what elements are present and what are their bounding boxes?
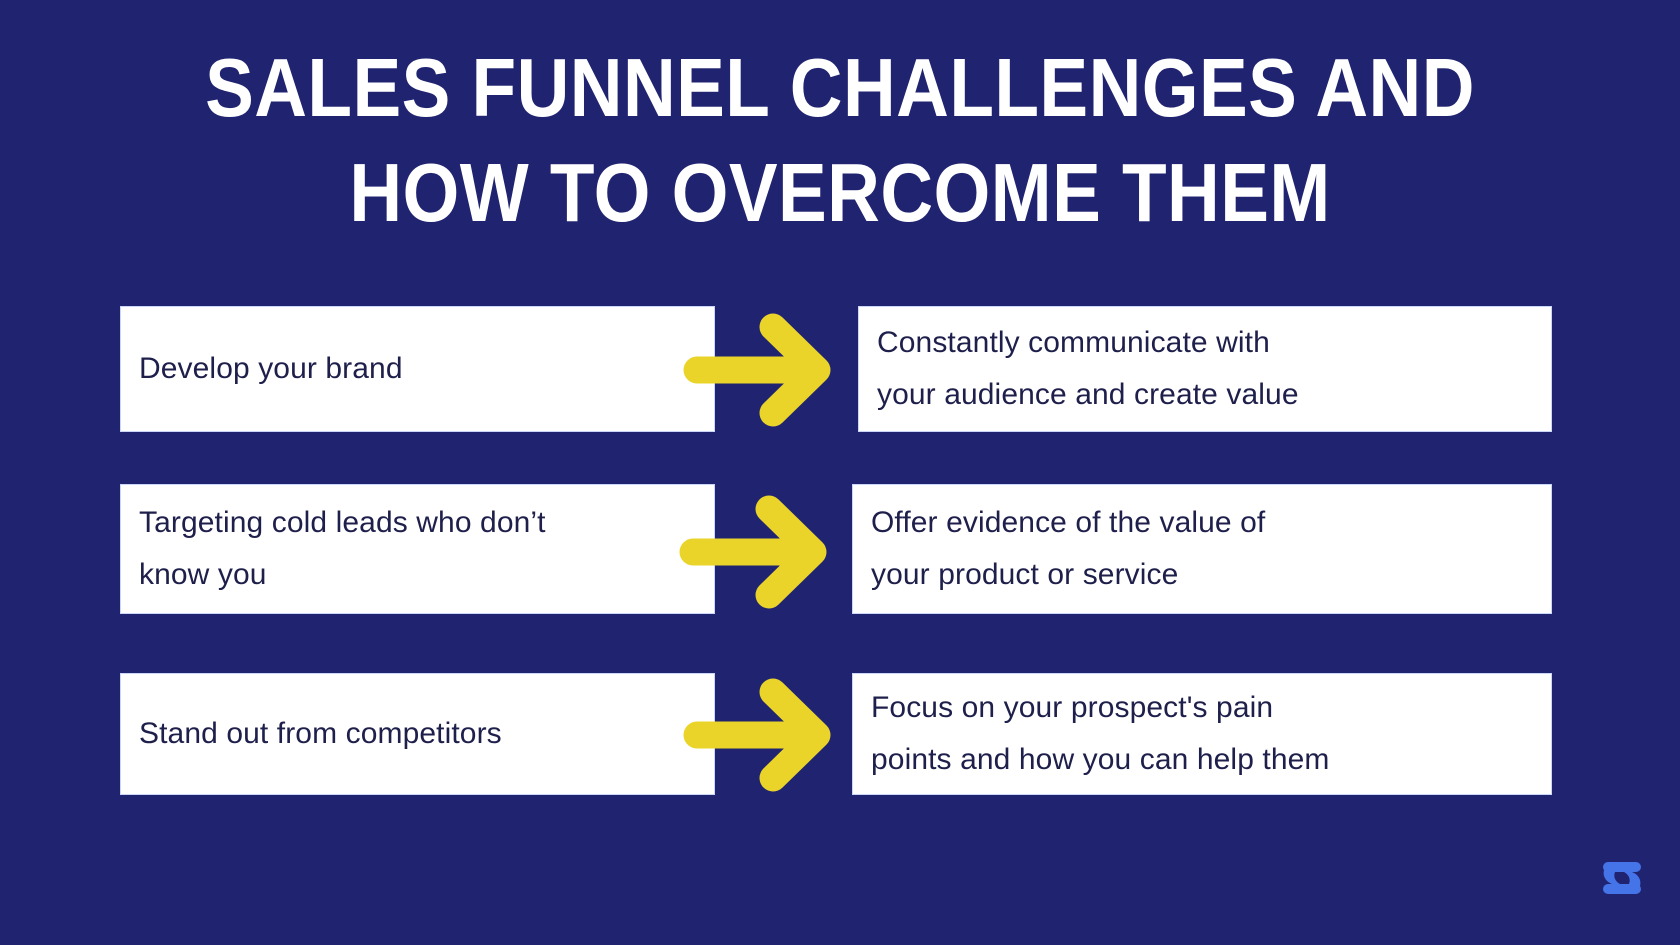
challenge-card: Stand out from competitors: [120, 673, 715, 795]
challenge-text: Stand out from competitors: [139, 717, 502, 751]
challenge-card: Targeting cold leads who don’t know you: [120, 484, 715, 614]
challenge-card: Develop your brand: [120, 306, 715, 432]
challenge-solution-row: Stand out from competitors Focus on your…: [0, 673, 1680, 795]
challenge-text: Develop your brand: [139, 352, 403, 386]
page-title-line-1: SALES FUNNEL CHALLENGES AND: [205, 41, 1475, 134]
solution-text-line-2: your audience and create value: [877, 378, 1299, 411]
solution-card: Constantly communicate with your audienc…: [858, 306, 1552, 432]
solution-text-line-2: points and how you can help them: [871, 743, 1330, 776]
challenge-solution-row: Targeting cold leads who don’t know you …: [0, 484, 1680, 614]
challenge-text-line-1: Targeting cold leads who don’t: [139, 506, 546, 540]
solution-text-line-2: your product or service: [871, 558, 1179, 591]
brand-s-logo-icon: [1603, 862, 1641, 894]
solution-text-line-1: Constantly communicate with: [877, 326, 1270, 360]
solution-card: Offer evidence of the value of your prod…: [852, 484, 1552, 614]
challenge-solution-row: Develop your brand Constantly communicat…: [0, 306, 1680, 432]
page-title: SALES FUNNEL CHALLENGES AND HOW TO OVERC…: [0, 36, 1680, 245]
solution-text-line-1: Focus on your prospect's pain: [871, 691, 1274, 725]
page-title-line-2: HOW TO OVERCOME THEM: [349, 145, 1331, 239]
challenge-text-line-2: know you: [139, 558, 267, 591]
solution-text-line-1: Offer evidence of the value of: [871, 506, 1266, 540]
solution-card: Focus on your prospect's pain points and…: [852, 673, 1552, 795]
